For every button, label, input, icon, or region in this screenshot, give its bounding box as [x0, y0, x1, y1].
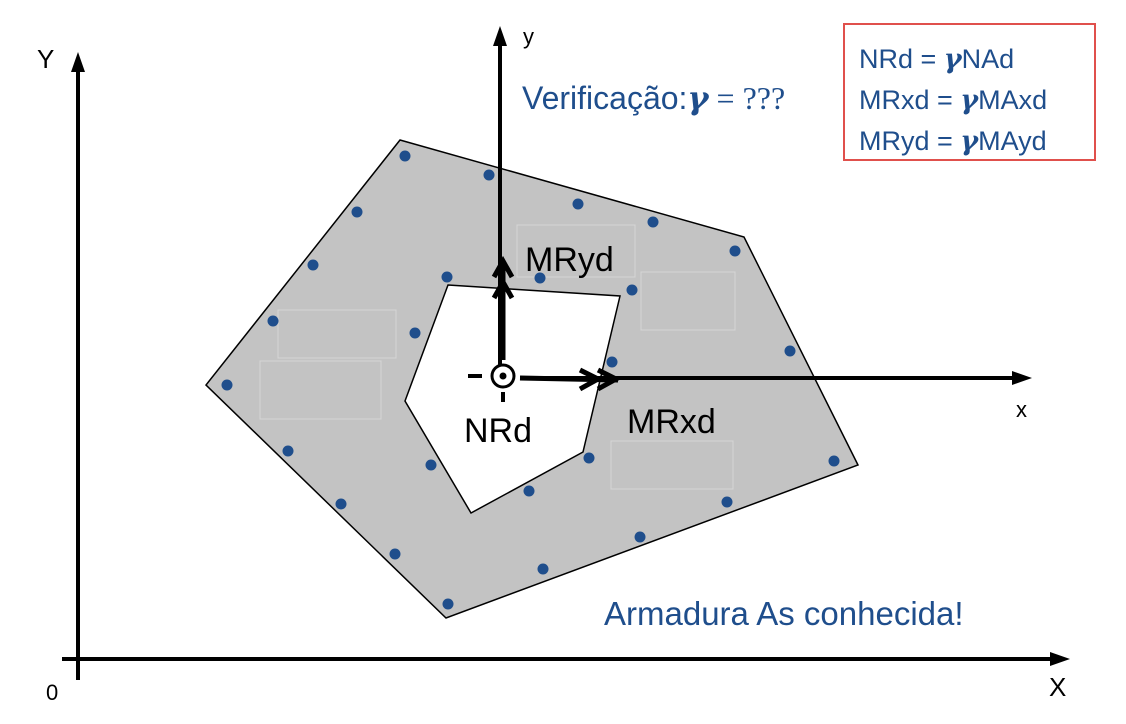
- cross-section: [204, 139, 860, 619]
- placeholder-box: [277, 309, 397, 359]
- unknown-value: ???: [742, 80, 786, 116]
- placeholder-box: [259, 360, 382, 420]
- known-reinforcement-note: Armadura As conhecida!: [604, 595, 964, 632]
- rebar-dot: [221, 379, 233, 391]
- equation-left: NRd =: [859, 44, 944, 74]
- rebar-dot: [483, 169, 495, 181]
- equation-line: MRxd = γMAxd: [859, 80, 1094, 121]
- local-x-arrowhead: [1012, 371, 1032, 385]
- local-y-arrowhead: [493, 26, 507, 46]
- rebar-group: [221, 150, 840, 610]
- placeholder-box: [610, 440, 734, 490]
- gamma-symbol: γ: [687, 79, 709, 117]
- rebar-dot: [399, 150, 411, 162]
- gamma-symbol: γ: [960, 85, 979, 116]
- equation-line: MRyd = γMAyd: [859, 121, 1094, 162]
- verification-prefix: Verificação:: [522, 80, 688, 116]
- rebar-dot: [425, 459, 437, 471]
- equation-left: MRyd =: [859, 126, 961, 156]
- rebar-dot: [626, 284, 638, 296]
- placeholder-box: [640, 271, 736, 331]
- rebar-dot: [267, 315, 279, 327]
- mrxd-arrowhead: [578, 367, 622, 392]
- origin-label: 0: [46, 680, 59, 705]
- global-x-label: X: [1049, 672, 1067, 702]
- rebar-dot: [523, 485, 535, 497]
- global-y-arrowhead: [71, 52, 85, 72]
- rebar-dot: [335, 498, 347, 510]
- equations-box: NRd = γNAd MRxd = γMAxd MRyd = γMAyd: [843, 23, 1096, 161]
- rebar-dot: [729, 245, 741, 257]
- equation-left: MRxd =: [859, 85, 961, 115]
- rebar-dot: [389, 548, 401, 560]
- rebar-dot: [634, 531, 646, 543]
- mryd-label: MRyd: [525, 241, 614, 279]
- rebar-dot: [784, 345, 796, 357]
- verification-text: Verificação:γ = ???: [522, 82, 785, 114]
- global-x-arrowhead: [1050, 652, 1070, 666]
- rebar-dot: [606, 356, 618, 368]
- placeholder-box: [516, 224, 636, 278]
- rebar-dot: [537, 563, 549, 575]
- rebar-dot: [442, 598, 454, 610]
- rebar-dot: [351, 206, 363, 218]
- equation-right: MAyd: [978, 126, 1047, 156]
- local-x-label: x: [1016, 397, 1027, 422]
- mrxd-label: MRxd: [627, 403, 716, 441]
- rebar-dot: [828, 455, 840, 467]
- rebar-dot: [583, 452, 595, 464]
- equation-line: NRd = γNAd: [859, 39, 1094, 80]
- equals-sign: =: [708, 80, 743, 116]
- rebar-dot: [647, 216, 659, 228]
- gamma-symbol: γ: [960, 126, 979, 157]
- local-y-label: y: [523, 24, 534, 49]
- gamma-symbol: γ: [943, 44, 962, 75]
- mryd-arrowhead: [491, 255, 515, 300]
- global-y-label: Y: [37, 44, 55, 74]
- rebar-dot: [307, 259, 319, 271]
- nrd-dot: [499, 372, 507, 380]
- equation-right: MAxd: [978, 85, 1048, 115]
- rebar-dot: [572, 198, 584, 210]
- rebar-dot: [721, 496, 733, 508]
- rebar-dot: [441, 271, 453, 283]
- nrd-label: NRd: [464, 412, 533, 450]
- equation-right: NAd: [961, 44, 1015, 74]
- mrxd-vector: [519, 375, 619, 383]
- rebar-dot: [409, 327, 421, 339]
- rebar-dot: [534, 272, 546, 284]
- rebar-dot: [282, 445, 294, 457]
